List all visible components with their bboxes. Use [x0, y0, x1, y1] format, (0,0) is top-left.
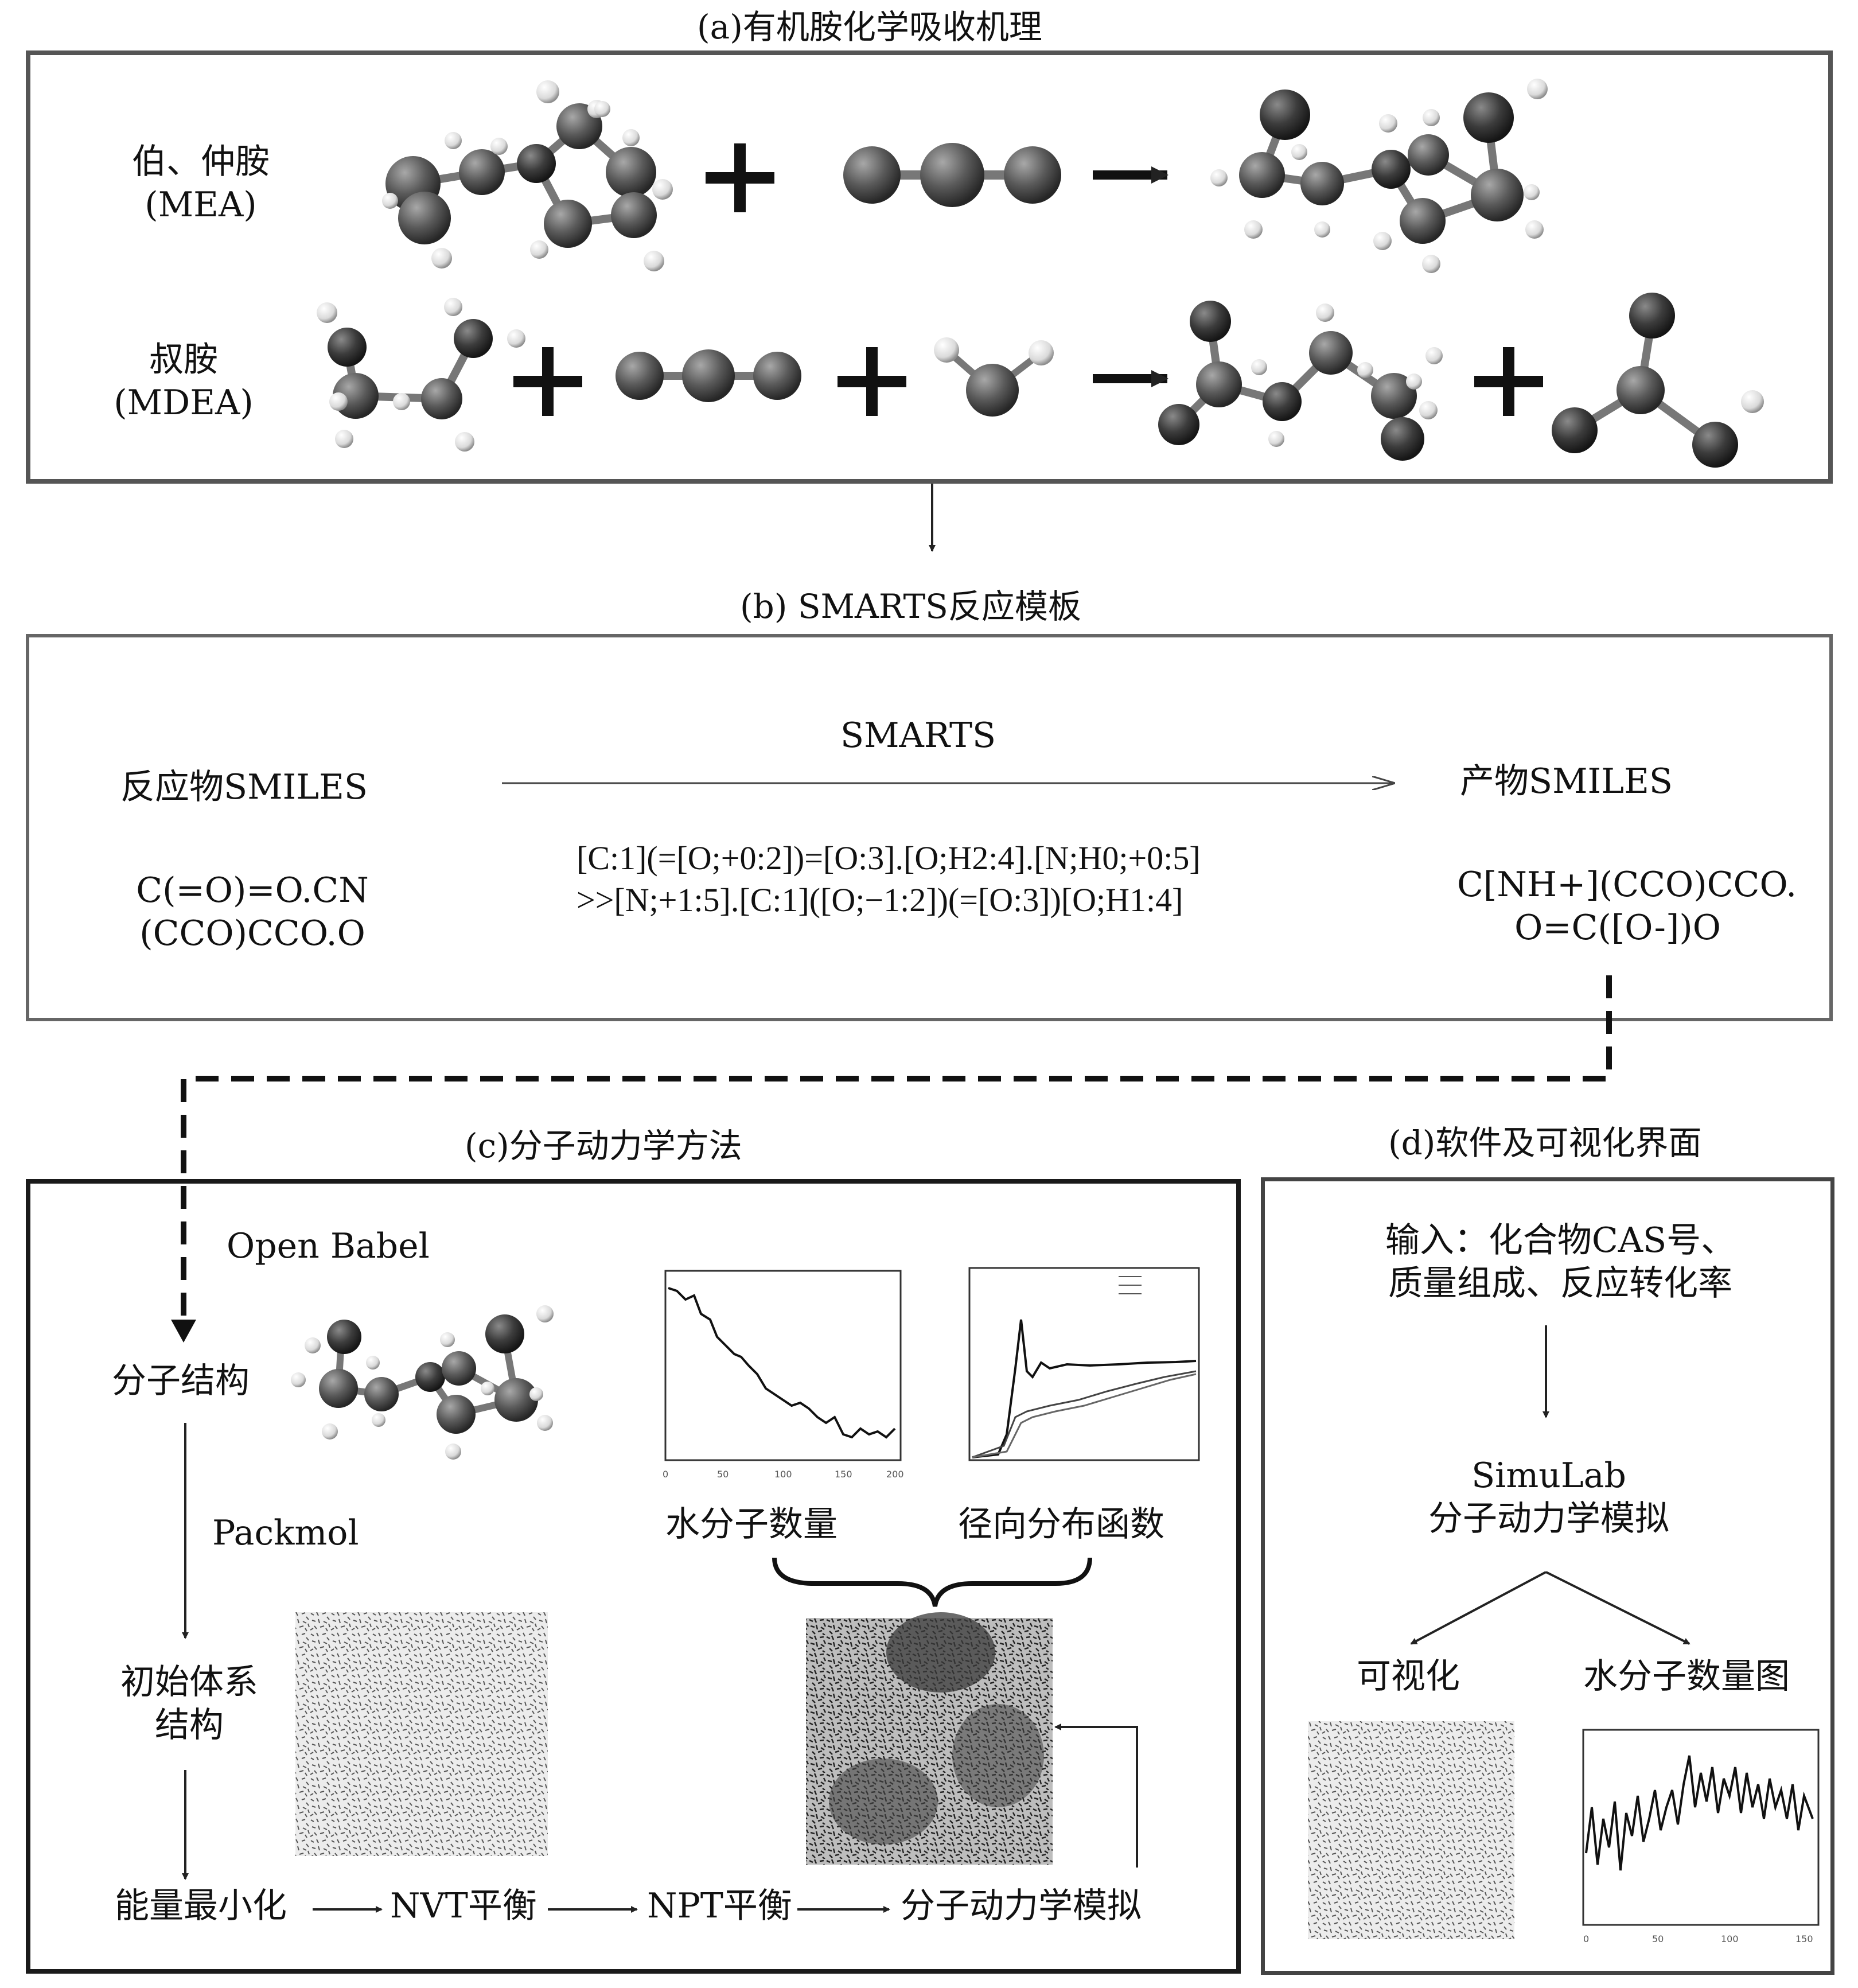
md-simulation-label: 分子动力学模拟 — [901, 1886, 1142, 1926]
svg-text:50: 50 — [1652, 1933, 1664, 1944]
simulab-desc: 分子动力学模拟 — [1428, 1499, 1669, 1539]
initial-system-line1: 初始体系 — [120, 1662, 258, 1702]
panel-b-title: (b) SMARTS反应模板 — [740, 587, 1081, 626]
arrow-md-to-snapshot — [1054, 1724, 1138, 1868]
co2-molecule — [616, 349, 801, 402]
dashed-connector-b-to-c — [181, 975, 1612, 1325]
water-count-plot-label: 水分子数量图 — [1583, 1656, 1790, 1697]
template-line2: >>[N;+1:5].[C:1]([O;−1:2])(=[O:3])[O;H1:… — [577, 881, 1183, 919]
nvt-label: NVT平衡 — [390, 1886, 537, 1926]
initial-system-snapshot — [295, 1612, 548, 1856]
product-smiles: C[NH+](CCO)CCO. O=C([O-])O — [1457, 863, 1797, 950]
plus-icon — [1474, 347, 1543, 416]
plus-icon — [706, 143, 774, 212]
visualization-snapshot — [1308, 1721, 1514, 1939]
product-smiles-line1: C[NH+](CCO)CCO. — [1457, 865, 1797, 905]
svg-text:0: 0 — [1583, 1933, 1589, 1944]
svg-text:100: 100 — [774, 1469, 792, 1480]
rdf-chart — [946, 1262, 1205, 1480]
input-line1: 输入：化合物CAS号、 — [1385, 1220, 1736, 1261]
water-molecule — [934, 337, 1054, 417]
visualization-label: 可视化 — [1357, 1656, 1460, 1697]
svg-text:200: 200 — [886, 1469, 904, 1480]
svg-text:150: 150 — [835, 1469, 852, 1480]
mdea-product-molecule — [1158, 301, 1443, 461]
mdea-molecule — [317, 298, 525, 452]
panel-a-title: (a)有机胺化学吸收机理 — [697, 7, 1042, 46]
simulab-label: SimuLab 分子动力学模拟 — [1377, 1454, 1721, 1540]
co2-molecule — [843, 143, 1061, 207]
reactant-smiles: C(=O)=O.CN (CCO)CCO.O — [103, 869, 402, 955]
plus-icon — [513, 347, 582, 416]
reactant-smiles-line1: C(=O)=O.CN — [136, 870, 369, 911]
row2-label-abbr: (MDEA) — [114, 383, 254, 423]
water-count-plot: 0 50 100 150 — [1555, 1724, 1821, 1948]
initial-system-label: 初始体系 结构 — [95, 1661, 284, 1747]
panel-d-title: (d)软件及可视化界面 — [1388, 1123, 1702, 1162]
panel-c-frame — [26, 1179, 1241, 1974]
product-smiles-line2: O=C([O-])O — [1514, 908, 1721, 948]
water-count-label: 水分子数量 — [665, 1504, 838, 1545]
row2-label: 叔胺 (MDEA) — [98, 339, 270, 425]
energy-minimization-label: 能量最小化 — [115, 1886, 287, 1926]
panel-c-title: (c)分子动力学方法 — [465, 1126, 742, 1165]
reaction-template: [C:1](=[O;+0:2])=[O:3].[O;H2:4].[N;H0;+0… — [577, 838, 1201, 921]
input-label: 输入：化合物CAS号、 质量组成、反应转化率 — [1337, 1219, 1784, 1305]
panel-d-frame — [1261, 1177, 1834, 1975]
template-line1: [C:1](=[O;+0:2])=[O:3].[O;H2:4].[N;H0;+0… — [577, 839, 1201, 877]
mea-product-molecule — [1210, 79, 1548, 273]
simulab-name: SimuLab — [1471, 1456, 1626, 1496]
panel-b-frame — [26, 634, 1833, 1021]
product-header: 产物SMILES — [1460, 761, 1673, 802]
initial-system-line2: 结构 — [155, 1705, 224, 1745]
bicarbonate-molecule — [1552, 293, 1764, 468]
svg-text:150: 150 — [1795, 1933, 1813, 1944]
reactant-header: 反应物SMILES — [120, 767, 368, 807]
panel-a-frame — [26, 50, 1833, 484]
svg-text:0: 0 — [663, 1469, 668, 1480]
packmol-label: Packmol — [212, 1513, 359, 1553]
row1-label: 伯、仲胺 (MEA) — [115, 141, 287, 227]
row1-label-abbr: (MEA) — [145, 185, 257, 225]
open-babel-label: Open Babel — [227, 1226, 430, 1266]
row1-label-name: 伯、仲胺 — [132, 142, 270, 182]
mdea-3d-molecule — [291, 1305, 554, 1460]
svg-text:50: 50 — [717, 1469, 729, 1480]
plus-icon — [838, 347, 906, 416]
npt-label: NPT平衡 — [647, 1886, 792, 1926]
water-count-chart: 0 50 100 150 200 — [631, 1262, 904, 1480]
brace — [772, 1557, 1092, 1607]
arrow-simulab-to-visualization — [1410, 1571, 1547, 1645]
dashed-connector-arrowhead — [171, 1320, 196, 1343]
md-snapshot — [806, 1612, 1053, 1865]
smarts-arrow-label: SMARTS — [840, 715, 996, 756]
mea-molecule — [382, 80, 673, 271]
rdf-label: 径向分布函数 — [958, 1504, 1164, 1545]
arrow-simulab-to-plot — [1545, 1571, 1690, 1645]
molecular-structure-label: 分子结构 — [112, 1361, 250, 1401]
svg-text:100: 100 — [1721, 1933, 1739, 1944]
input-line2: 质量组成、反应转化率 — [1388, 1263, 1732, 1304]
row2-label-name: 叔胺 — [149, 340, 218, 380]
reactant-smiles-line2: (CCO)CCO.O — [139, 913, 365, 954]
